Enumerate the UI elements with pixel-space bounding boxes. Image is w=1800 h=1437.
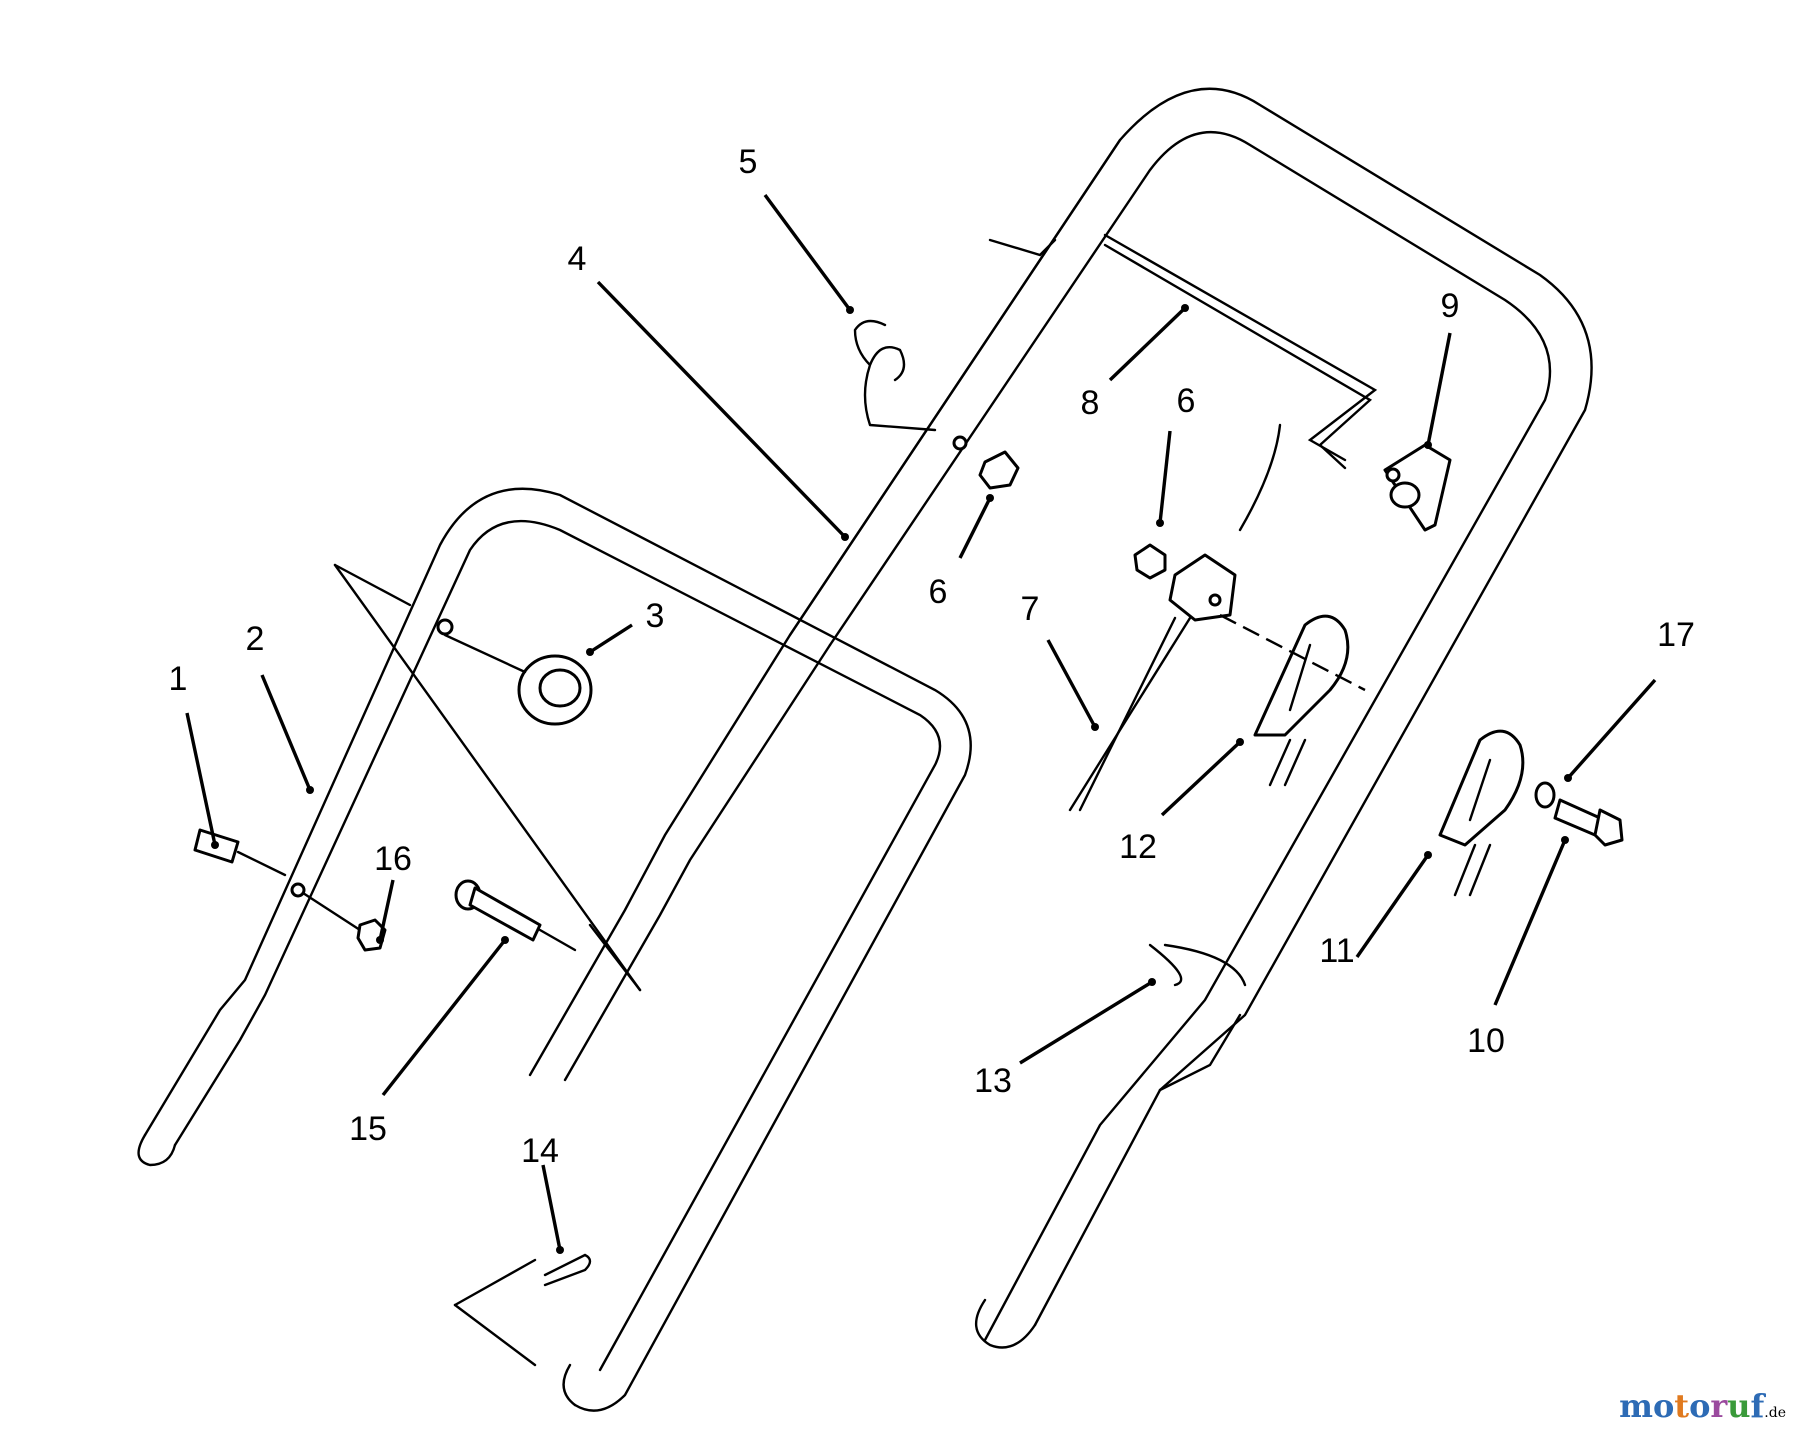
- part-12-control-lever: [1253, 614, 1350, 787]
- callout-3: 3: [646, 597, 665, 635]
- callout-2: 2: [246, 620, 265, 658]
- callout-5: 5: [739, 143, 758, 181]
- motoruf-watermark-logo: motoruf.de: [1619, 1387, 1786, 1425]
- part-5-cable-guide-hook: [853, 319, 937, 432]
- watermark-letter: f: [1750, 1387, 1765, 1425]
- part-17-bolt: [1553, 798, 1624, 847]
- callout-16: 16: [374, 840, 412, 878]
- part-6-nut-upper: [952, 435, 1020, 490]
- callout-11: 11: [1319, 932, 1354, 970]
- callout-15: 15: [349, 1110, 387, 1148]
- part-15-bolt: [454, 879, 577, 952]
- part-11-control-lever: [1438, 729, 1525, 897]
- upper-handle: [528, 87, 1593, 1349]
- part-9-control-bracket: [1383, 443, 1452, 532]
- callout-labels: 1 2 3 4 5 6 6 7 8 9 10 11 12 13 14 15 16…: [169, 143, 1695, 1170]
- callout-6-lower: 6: [929, 573, 948, 611]
- callout-1: 1: [169, 660, 188, 698]
- callout-8: 8: [1081, 384, 1100, 422]
- callout-14: 14: [521, 1132, 559, 1170]
- part-10-washer: [1534, 781, 1556, 809]
- callout-4: 4: [568, 240, 587, 278]
- watermark-letter: u: [1727, 1387, 1751, 1425]
- assembly-axis: [1219, 613, 1366, 692]
- callout-9: 9: [1441, 287, 1460, 325]
- watermark-letter: m: [1619, 1387, 1653, 1425]
- leader-lines: [185, 193, 1657, 1254]
- part-13-cable-tie: [1148, 943, 1247, 987]
- callout-13: 13: [974, 1062, 1012, 1100]
- part-16-nut: [290, 882, 387, 952]
- part-14-hairpin-cotter: [543, 1253, 592, 1287]
- callout-10: 10: [1467, 1022, 1505, 1060]
- watermark-suffix: .de: [1764, 1405, 1786, 1421]
- callout-17: 17: [1657, 616, 1695, 654]
- part-7-cable: [1068, 423, 1282, 812]
- part-8-control-rod: [988, 233, 1378, 470]
- callout-7: 7: [1021, 590, 1040, 628]
- callout-12: 12: [1119, 828, 1157, 866]
- part-1-carriage-bolt: [193, 828, 287, 877]
- lower-handle: [137, 487, 972, 1412]
- watermark-letter: t: [1674, 1387, 1690, 1425]
- part-3-knob: [436, 618, 593, 726]
- watermark-letter: r: [1710, 1387, 1728, 1425]
- watermark-letter: o: [1689, 1387, 1711, 1425]
- callout-6-upper: 6: [1177, 382, 1196, 420]
- part-6-nut-middle: [1133, 543, 1237, 622]
- brace-lines: [333, 563, 642, 1367]
- watermark-letter: o: [1652, 1387, 1675, 1425]
